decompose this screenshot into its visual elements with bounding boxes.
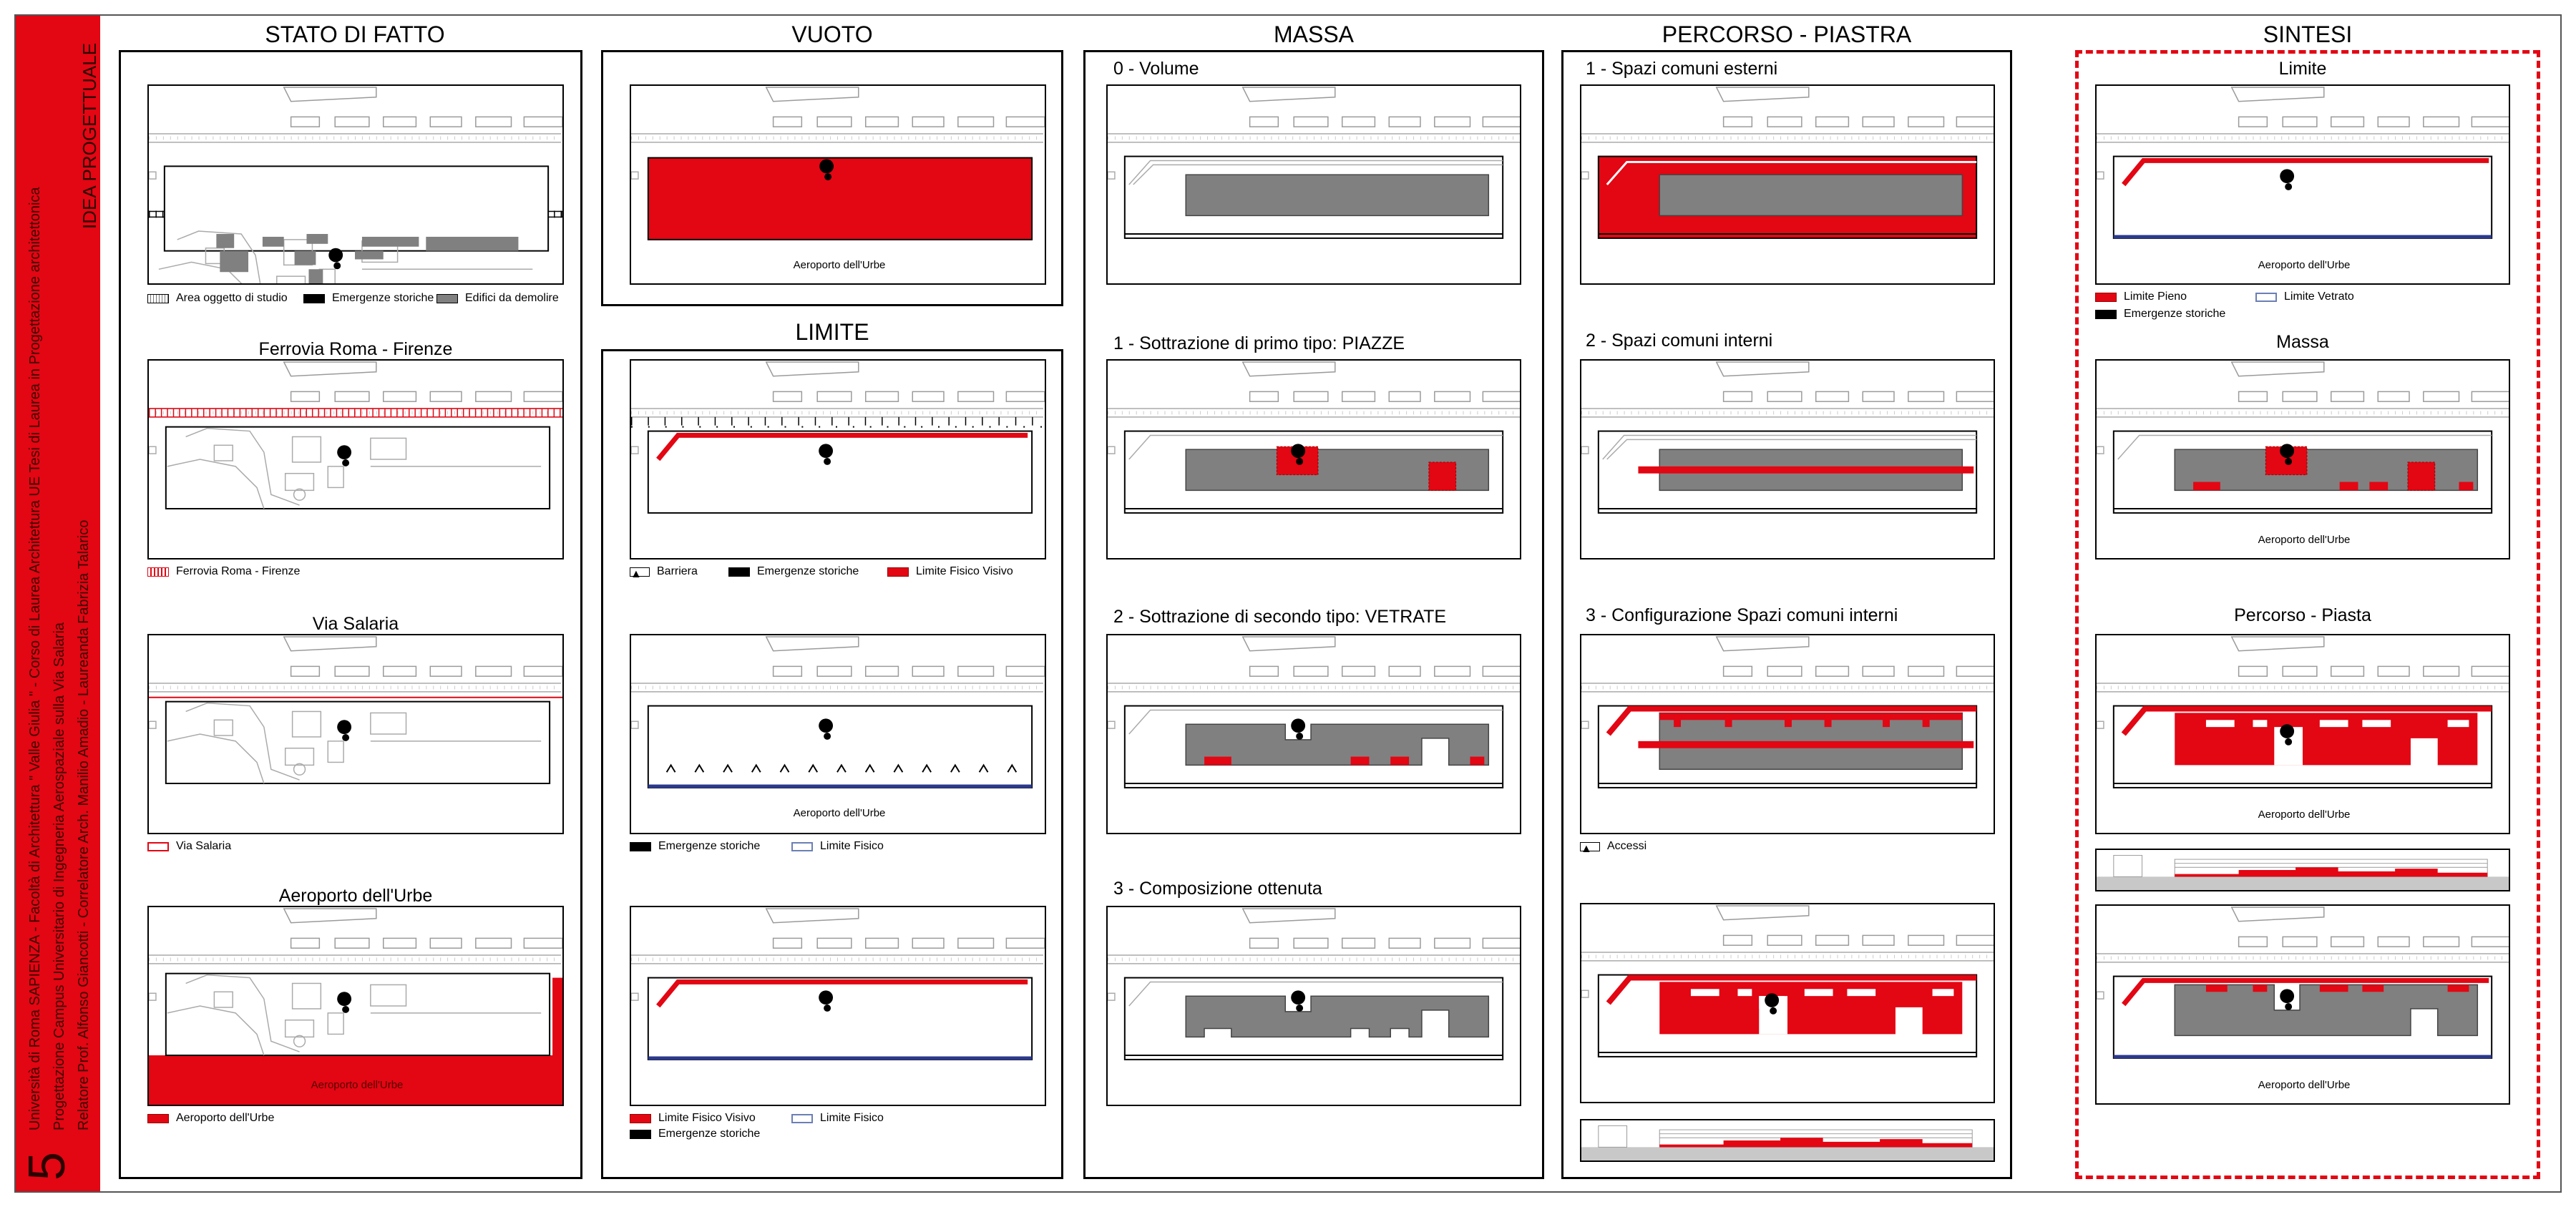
column-title-massa: MASSA	[1273, 21, 1355, 47]
panel-limite-fisico: Aeroporto dell'Urbe	[630, 634, 1046, 834]
panel-percorso-interni	[1580, 359, 1995, 559]
caption-sintesi-limite: Aeroporto dell'Urbe	[2258, 259, 2351, 271]
swatch-limite-fisico-visivo-2	[630, 1113, 651, 1123]
panel-sintesi-finale: Aeroporto dell'Urbe	[2095, 904, 2510, 1105]
column-title-percorso: PERCORSO - PIASTRA	[1662, 21, 1912, 47]
column-title-sintesi: SINTESI	[2263, 21, 2353, 47]
sidebar-band	[16, 16, 100, 1191]
panel-title-spazi-esterni: 1 - Spazi comuni esterni	[1586, 59, 1778, 79]
panel-limite-barriera	[630, 359, 1046, 559]
panel-sintesi-percorso: Aeroporto dell'Urbe	[2095, 634, 2510, 834]
panel-massa-volume	[1106, 84, 1521, 285]
legend-salaria: Via Salaria	[147, 840, 231, 853]
sidebar-credit-university: Università di Roma SAPIENZA - Facoltà di…	[27, 187, 43, 1130]
panel-title-volume: 0 - Volume	[1113, 59, 1199, 79]
swatch-limite-fisico-visivo	[887, 567, 909, 577]
legend-emergenze-3: Emergenze storiche	[630, 1128, 760, 1140]
legend-limite-fisico-visivo-2: Limite Fisico Visivo	[630, 1112, 756, 1125]
panel-massa-composizione	[1106, 906, 1521, 1106]
column-frame-limite	[601, 349, 1063, 1179]
panel-title-sintesi-limite: Limite	[2278, 59, 2327, 79]
swatch-limite-pieno	[2095, 292, 2117, 302]
caption-limite-fisico: Aeroporto dell'Urbe	[793, 807, 886, 819]
panel-percorso-esterni	[1580, 84, 1995, 285]
panel-title-aeroporto: Aeroporto dell'Urbe	[278, 886, 433, 906]
panel-title-salaria: Via Salaria	[312, 614, 399, 634]
legend-barriera: ▲Barriera	[630, 565, 698, 580]
panel-limite-combinato	[630, 906, 1046, 1106]
caption-sintesi-percorso: Aeroporto dell'Urbe	[2258, 808, 2351, 821]
panel-vuoto: Aeroporto dell'Urbe	[630, 84, 1046, 285]
legend-aeroporto: Aeroporto dell'Urbe	[147, 1112, 274, 1125]
panel-sintesi-sezione	[2095, 849, 2510, 891]
column-frame-stato	[119, 50, 582, 1179]
legend-limite-fisico-visivo: Limite Fisico Visivo	[887, 565, 1013, 578]
swatch-emergenze-3	[630, 1129, 651, 1139]
swatch-salaria	[147, 841, 169, 851]
swatch-limite-fisico	[791, 841, 813, 851]
legend-emergenze-sintesi: Emergenze storiche	[2095, 308, 2225, 321]
legend-area-studio: Area oggetto di studio	[147, 292, 288, 305]
legend-limite-vetrato: Limite Vetrato	[2255, 290, 2354, 303]
legend-accessi: ▲Accessi	[1580, 840, 1647, 855]
swatch-demolire	[436, 293, 458, 303]
swatch-area	[147, 293, 169, 303]
column-frame-percorso	[1561, 50, 2012, 1179]
panel-title-configurazione: 3 - Configurazione Spazi comuni interni	[1586, 605, 1898, 625]
swatch-emergenze-limite	[728, 567, 750, 577]
panel-title-spazi-interni: 2 - Spazi comuni interni	[1586, 331, 1773, 351]
column-title-limite: LIMITE	[795, 319, 869, 345]
legend-emergenze-2: Emergenze storiche	[630, 840, 760, 853]
sidebar-credit-people: Relatore Prof. Alfonso Giancotti - Corre…	[76, 519, 92, 1130]
legend-limite-fisico-2: Limite Fisico	[791, 1112, 884, 1125]
panel-title-sintesi-massa: Massa	[2276, 332, 2329, 352]
panel-sintesi-limite: Aeroporto dell'Urbe	[2095, 84, 2510, 285]
legend-ferrovia: Ferrovia Roma - Firenze	[147, 565, 300, 578]
panel-percorso-configurazione	[1580, 634, 1995, 834]
swatch-aeroporto	[147, 1113, 169, 1123]
swatch-limite-fisico-2	[791, 1113, 813, 1123]
panel-sintesi-massa: Aeroporto dell'Urbe	[2095, 359, 2510, 559]
panel-stato-area	[147, 84, 564, 285]
legend-emergenze-limite: Emergenze storiche	[728, 565, 859, 578]
sidebar-section-label: IDEA PROGETTUALE	[79, 42, 100, 229]
panel-percorso-finale	[1580, 903, 1995, 1103]
legend-limite-fisico: Limite Fisico	[791, 840, 884, 853]
caption-vuoto: Aeroporto dell'Urbe	[793, 259, 886, 271]
panel-stato-ferrovia	[147, 359, 564, 559]
legend-limite-pieno: Limite Pieno	[2095, 290, 2187, 303]
column-frame-massa	[1083, 50, 1544, 1179]
panel-massa-piazze	[1106, 359, 1521, 559]
panel-title-vetrate: 2 - Sottrazione di secondo tipo: VETRATE	[1113, 607, 1447, 627]
panel-title-ferrovia: Ferrovia Roma - Firenze	[258, 339, 453, 359]
swatch-ferrovia	[147, 567, 169, 577]
panel-stato-salaria	[147, 634, 564, 834]
page-frame	[14, 14, 2562, 1193]
swatch-emergenze	[303, 293, 325, 303]
caption-sintesi-massa: Aeroporto dell'Urbe	[2258, 534, 2351, 546]
column-title-stato: STATO DI FATTO	[265, 21, 445, 47]
swatch-emergenze-sintesi	[2095, 309, 2117, 319]
panel-percorso-sezione	[1580, 1119, 1995, 1162]
swatch-barriera: ▲	[630, 567, 650, 580]
caption-aeroporto-stato: Aeroporto dell'Urbe	[311, 1079, 404, 1091]
panel-title-sintesi-percorso: Percorso - Piasta	[2234, 605, 2371, 625]
caption-sintesi-finale: Aeroporto dell'Urbe	[2258, 1079, 2351, 1091]
swatch-accessi: ▲	[1580, 841, 1600, 855]
legend-emergenze: Emergenze storiche	[303, 292, 434, 305]
column-title-vuoto: VUOTO	[791, 21, 873, 47]
sidebar-credit-project: Progettazione Campus Universitario di In…	[52, 622, 67, 1130]
swatch-limite-vetrato	[2255, 292, 2277, 302]
legend-edifici-demolire: Edifici da demolire	[436, 292, 559, 305]
page-number: 5	[19, 1151, 76, 1181]
panel-title-composizione: 3 - Composizione ottenuta	[1113, 879, 1322, 899]
column-frame-vuoto	[601, 50, 1063, 306]
swatch-emergenze-2	[630, 841, 651, 851]
panel-title-piazze: 1 - Sottrazione di primo tipo: PIAZZE	[1113, 333, 1405, 353]
panel-stato-aeroporto: Aeroporto dell'Urbe	[147, 906, 564, 1106]
column-frame-sintesi	[2075, 50, 2540, 1179]
panel-massa-vetrate	[1106, 634, 1521, 834]
